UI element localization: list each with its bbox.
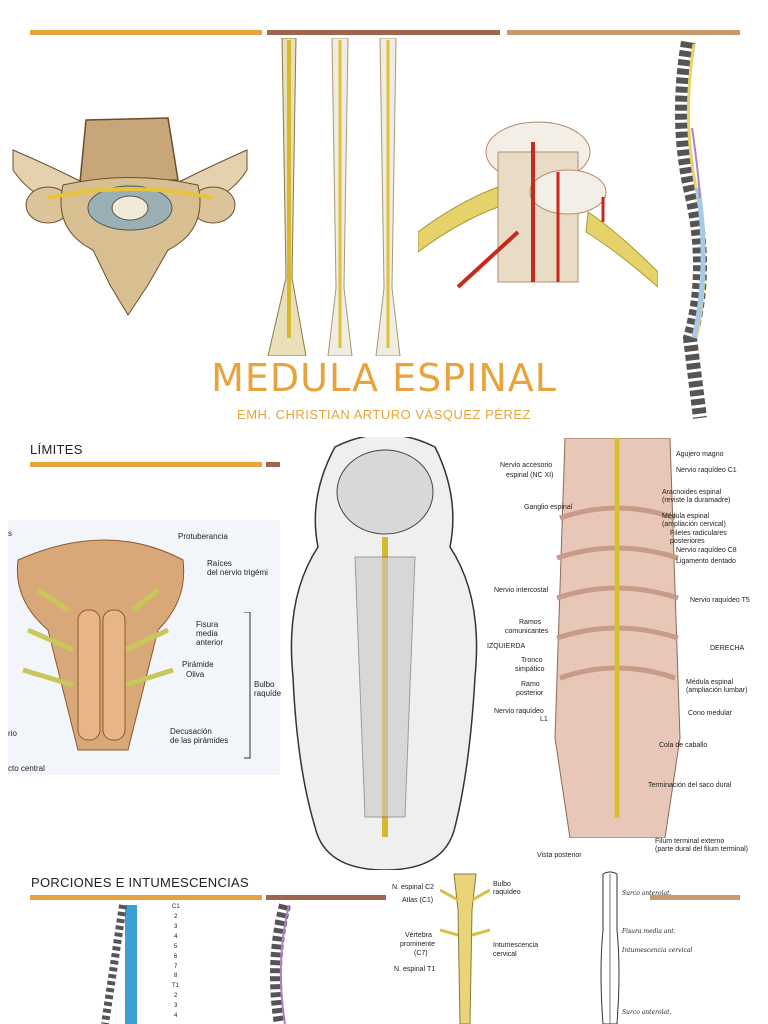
label-filum: Filum terminal externo: [655, 838, 725, 845]
lower-vertebral-column-illustration: [255, 903, 310, 1024]
segment-number: 4: [174, 1013, 178, 1019]
label-intumescencia-2: cervical: [493, 951, 517, 958]
vertebra-illustration: [8, 110, 252, 325]
label-agujero-magno: Agujero magno: [676, 451, 724, 458]
top-bar-middle: [267, 30, 500, 35]
label-atlas: Atlas (C1): [402, 897, 434, 904]
segment-number: 6: [174, 954, 178, 960]
segment-number: C1: [172, 904, 180, 910]
label-izquierda: IZQUIERDA: [487, 643, 526, 650]
segment-number: 8: [174, 973, 178, 979]
label-ganglio: Ganglio espinal: [524, 504, 573, 511]
limites-underline-accent: [266, 462, 280, 467]
label-nervio-c8: Nervio raquídeo C8: [676, 547, 737, 554]
segment-column-illustration: [95, 903, 155, 1024]
label-bulbo-2: raquíde: [254, 689, 282, 698]
segment-number: 3: [174, 924, 178, 930]
top-bar-left: [30, 30, 262, 35]
label-vertebra-3: (C7): [414, 950, 428, 957]
label-filetes-2: posteriores: [670, 538, 705, 545]
label-filetes: Filetes radiculares: [670, 530, 727, 537]
segment-number: T1: [172, 983, 180, 989]
label-n-espinal-c2: N. espinal C2: [392, 884, 435, 891]
top-bar-right: [507, 30, 740, 35]
label-aracnoides-2: (reviste la duramadre): [662, 497, 731, 504]
label-surco-anterolateral: Surco anterolat.: [622, 890, 672, 897]
vertebral-column-illustration: [650, 38, 745, 423]
label-fisura: Fisura: [196, 620, 219, 629]
cord-segment-illustration: [418, 112, 658, 297]
segment-number: 5: [174, 944, 178, 950]
label-rio: rio: [8, 729, 17, 738]
label-tronco-2: simpático: [515, 666, 545, 673]
author-subtitle: EMH. CHRISTIAN ARTURO VÁSQUEZ PÉREZ: [237, 407, 531, 422]
label-fisura-media-anterior: Fisura media ant.: [622, 928, 676, 935]
label-medula-lumbar-2: (ampliación lumbar): [686, 687, 748, 694]
label-aracnoides: Aracnoides espinal: [662, 489, 722, 496]
label-bulbo: Bulbo: [254, 680, 275, 689]
label-vertebra-2: prominente: [400, 941, 436, 948]
label-ramo: Ramo: [521, 681, 540, 688]
segment-number: 3: [174, 1003, 178, 1009]
label-nervio-accesorio-2: espinal (NC XI): [506, 472, 554, 479]
brainstem-illustration: [8, 520, 280, 775]
label-piramide: Pirámide: [182, 660, 214, 669]
section-heading-porciones: PORCIONES E INTUMESCENCIAS: [31, 875, 249, 890]
label-tronco: Tronco: [521, 657, 543, 664]
posterior-dissection-illustration: [545, 438, 690, 838]
label-raices-2: del nervio trigémi: [207, 568, 268, 577]
label-medula: Médula espinal: [662, 513, 710, 520]
label-cono-medular: Cono medular: [688, 710, 732, 717]
label-oliva: Oliva: [186, 670, 205, 679]
label-canal-central: cto central: [8, 764, 45, 773]
segment-number: 2: [174, 914, 178, 920]
infant-dissection-illustration: [285, 437, 483, 870]
label-fisura-2: media: [196, 629, 218, 638]
label-medula-2: (ampliación cervical): [662, 521, 726, 528]
label-nervio-l1-2: L1: [540, 716, 548, 723]
label-intumescencia-cervical: Intumescencia cervical: [622, 947, 693, 954]
label-decusacion: Decusación: [170, 727, 212, 736]
porciones-underline-tan: [650, 895, 740, 900]
label-filum-2: (parte dural del filum terminal): [655, 846, 748, 853]
cord-outline-illustration: [595, 870, 625, 1024]
label-nervio-l1: Nervio raquídeo: [494, 708, 544, 715]
label-ramo-2: posterior: [516, 690, 544, 697]
label-ligamento: Ligamento dentado: [676, 558, 736, 565]
segment-number: 4: [174, 934, 178, 940]
label-fisura-3: anterior: [196, 638, 224, 647]
page-title: MEDULA ESPINAL: [211, 356, 557, 400]
label-derecha: DERECHA: [710, 645, 745, 652]
segment-number: 7: [174, 964, 178, 970]
label-intumescencia: Intumescencia: [493, 942, 539, 949]
label-decusacion-2: de las pirámides: [170, 736, 229, 745]
label-vista-posterior: Vista posterior: [537, 852, 582, 859]
spinal-cord-columns: [262, 38, 412, 356]
label-bulbo-raquideo: Bulbo: [493, 881, 511, 888]
cervical-cord-illustration: [440, 870, 490, 1024]
label-vertebra: Vértebra: [405, 932, 432, 939]
label-surco-anterolateral-2: Surco anterolat.: [622, 1009, 672, 1016]
limites-underline: [30, 462, 262, 467]
porciones-underline-accent: [266, 895, 386, 900]
label-cola-caballo: Cola de caballo: [659, 742, 708, 749]
segment-number: 2: [174, 993, 178, 999]
label-nervio-c1: Nervio raquídeo C1: [676, 467, 737, 474]
label-nervio-t5: Nervio raquídeo T5: [690, 597, 750, 604]
label-ramos: Ramos: [519, 619, 542, 626]
label-nervio-accesorio: Nervio accesorio: [500, 462, 553, 469]
porciones-underline: [30, 895, 262, 900]
section-heading-limites: LÍMITES: [30, 442, 83, 457]
label-s: s: [8, 529, 12, 538]
label-medula-lumbar: Médula espinal: [686, 679, 734, 686]
brainstem-bracket: [244, 612, 251, 759]
label-intercostal: Nervio intercostal: [494, 587, 549, 594]
label-ramos-2: comunicantes: [505, 628, 549, 635]
label-protuberancia: Protuberancia: [178, 532, 228, 541]
label-n-espinal-t1: N. espinal T1: [394, 966, 436, 973]
label-terminacion: Terminación del saco dural: [648, 782, 732, 789]
label-bulbo-raquideo-2: raquídeo: [493, 889, 521, 896]
label-raices: Raíces: [207, 559, 232, 568]
